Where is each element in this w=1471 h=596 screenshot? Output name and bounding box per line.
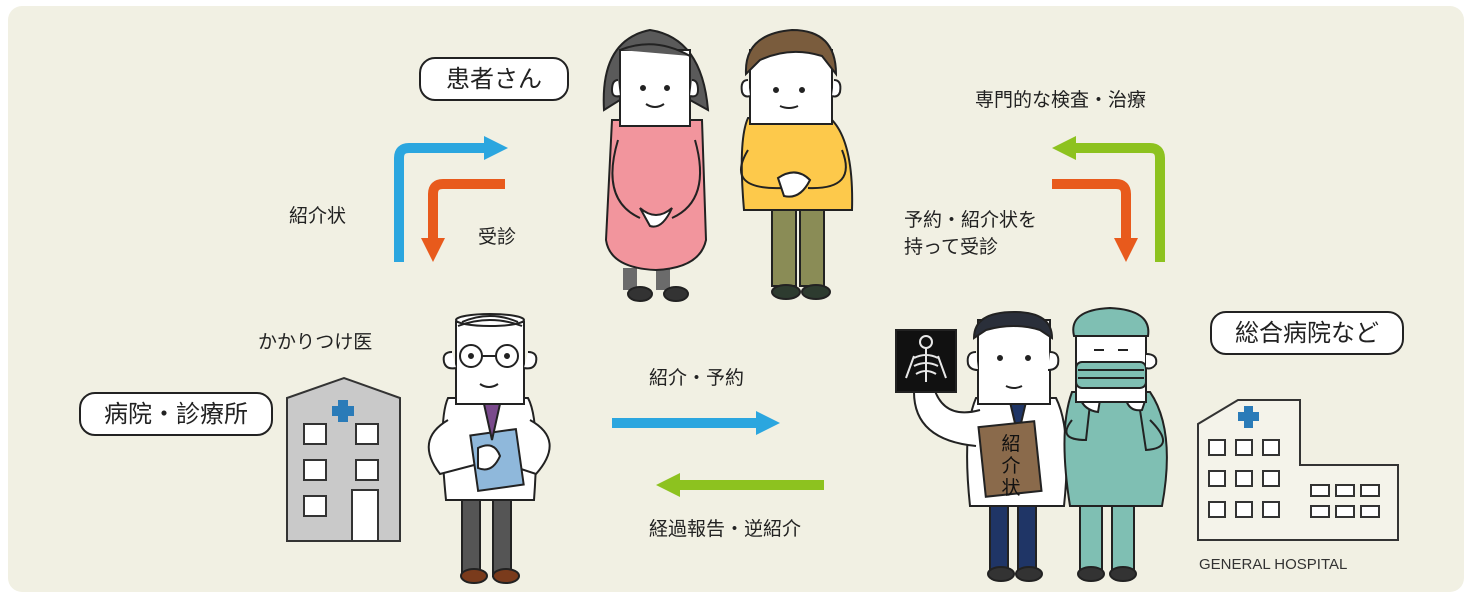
xray-film [895, 329, 957, 393]
appointment-visit-label-line2: 持って受診 [904, 236, 999, 258]
family-doctor-figure [427, 313, 551, 584]
patient-woman-figure [602, 28, 710, 302]
clinic-label: 病院・診療所 [79, 392, 273, 436]
family-doctor-label: かかりつけ医 [258, 331, 373, 353]
general-hospital-label: 総合病院など [1210, 311, 1404, 355]
hospital-doctor-figure [912, 310, 1068, 582]
progress-report-label: 経過報告・逆紹介 [649, 518, 802, 540]
clinic-building [286, 376, 401, 542]
surgeon-figure [1063, 306, 1168, 582]
visit-arrow [421, 179, 505, 262]
clipboard-referral-text: 紹介状 [1001, 433, 1021, 499]
referral-appointment-arrow [612, 411, 780, 435]
referral-appointment-label: 紹介・予約 [649, 367, 745, 389]
general-hospital-building [1197, 399, 1399, 541]
visit-label: 受診 [478, 226, 517, 248]
patient-label: 患者さん [419, 57, 569, 101]
specialist-exam-label: 専門的な検査・治療 [975, 89, 1147, 111]
referral-letter-arrow [394, 136, 508, 262]
patient-man-figure [739, 28, 854, 300]
progress-report-arrow [656, 473, 824, 497]
appointment-visit-arrow [1052, 179, 1138, 262]
specialist-treatment-arrow [1052, 136, 1165, 262]
appointment-visit-label-line1: 予約・紹介状を [904, 209, 1038, 231]
hospital-sign-text: GENERAL HOSPITAL [1199, 556, 1348, 573]
referral-letter-label: 紹介状 [289, 205, 347, 227]
